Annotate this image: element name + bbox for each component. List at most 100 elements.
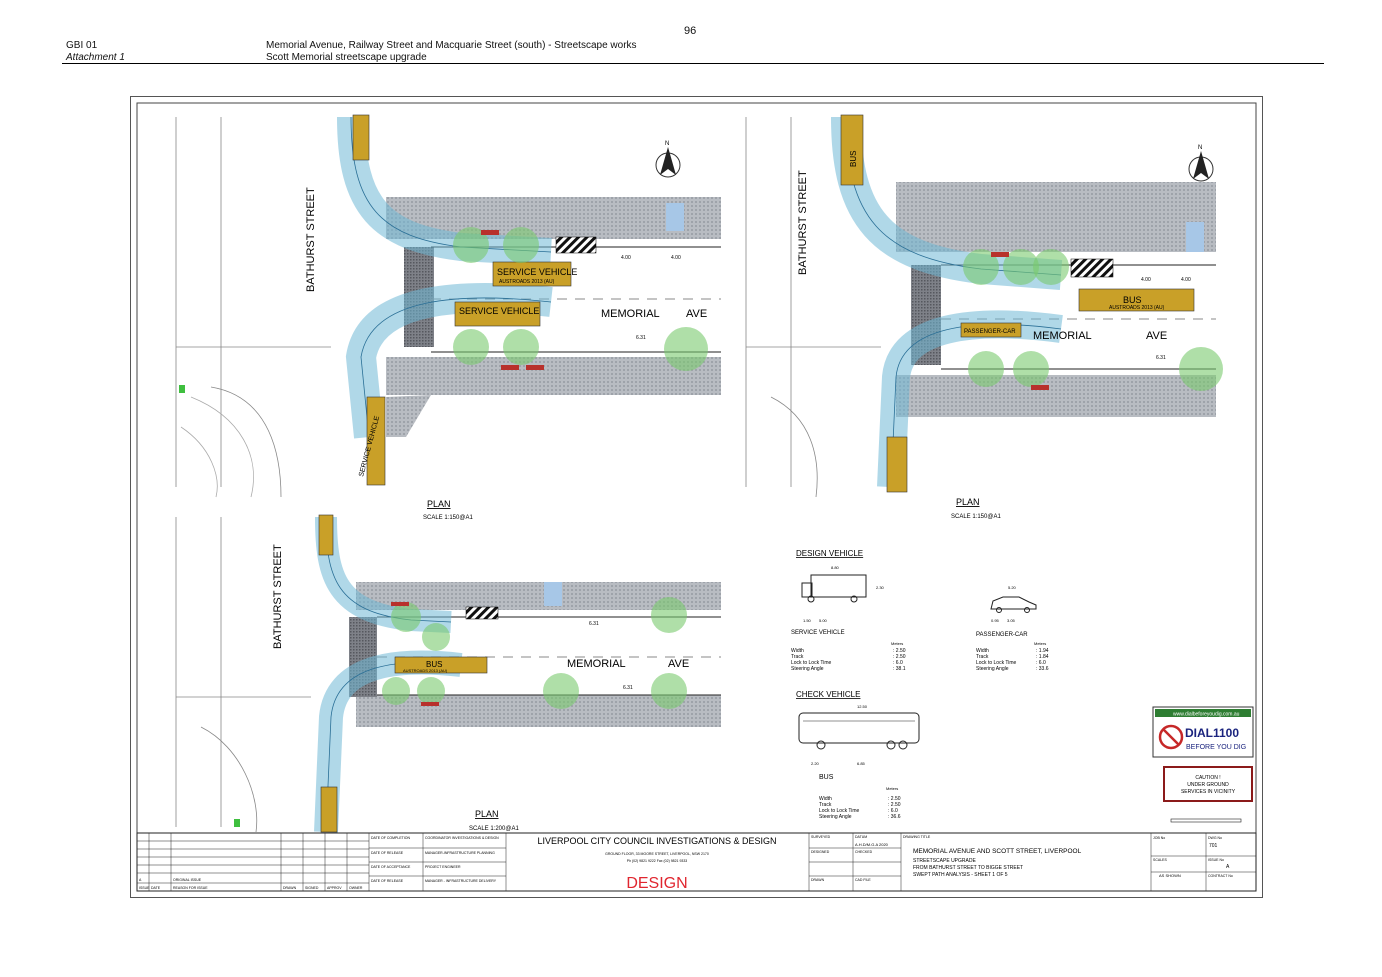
svg-text:Steering Angle: Steering Angle bbox=[819, 814, 852, 820]
header-ref: GBI 01 bbox=[66, 40, 98, 51]
plan3-memorial: MEMORIAL bbox=[567, 658, 626, 670]
svg-text:: 2.50: : 2.50 bbox=[888, 802, 901, 808]
check-vehicle-panel: CHECK VEHICLE 12.50 2.20 6.85 BUS Meters… bbox=[796, 690, 920, 820]
svg-text:DRAWING TITLE: DRAWING TITLE bbox=[903, 835, 931, 839]
design-stamp: DESIGN bbox=[626, 875, 687, 892]
svg-text:Lock to Lock Time: Lock to Lock Time bbox=[791, 660, 832, 666]
svg-text:CAUTION !: CAUTION ! bbox=[1195, 775, 1220, 781]
plan-1: SERVICE VEHICLE SERVICE VEHICLE AUSTROAD… bbox=[175, 114, 721, 521]
svg-text:A: A bbox=[1226, 864, 1230, 870]
plan2-dim-b: 4.00 bbox=[1181, 277, 1191, 283]
header-rule bbox=[62, 63, 1324, 64]
service-dim1: 1.50 bbox=[803, 618, 812, 623]
service-meters: Meters bbox=[891, 641, 903, 646]
plan2-vehicle-1: BUS bbox=[1123, 295, 1142, 305]
plan1-vehicle-sub: AUSTROADS 2013 (AU) bbox=[499, 279, 555, 285]
svg-text:: 36.6: : 36.6 bbox=[888, 814, 901, 820]
car-dim1: 0.95 bbox=[991, 618, 1000, 623]
car-length: 5.20 bbox=[1008, 585, 1017, 590]
svg-text:MANAGER-INFRASTRUCTURE PLANNIN: MANAGER-INFRASTRUCTURE PLANNING bbox=[425, 851, 495, 855]
svg-text:Width: Width bbox=[976, 648, 989, 654]
plan1-dim-c: 6.31 bbox=[636, 335, 646, 341]
svg-text:: 38.1: : 38.1 bbox=[893, 666, 906, 672]
svg-text:: 1.84: : 1.84 bbox=[1036, 654, 1049, 660]
plan1-dim-b: 4.00 bbox=[671, 255, 681, 261]
svg-text:A: A bbox=[139, 878, 142, 882]
car-specs: Width: 1.94 Track: 1.84 Lock to Lock Tim… bbox=[976, 648, 1049, 672]
svg-text:AS SHOWN: AS SHOWN bbox=[1159, 873, 1181, 878]
plan2-north: N bbox=[1198, 145, 1202, 151]
plan1-ave: AVE bbox=[686, 308, 707, 320]
svg-text:: 2.50: : 2.50 bbox=[893, 654, 906, 660]
service-dim2: 5.00 bbox=[819, 618, 828, 623]
svg-text:Track: Track bbox=[791, 654, 804, 660]
plan1-north: N bbox=[665, 141, 669, 147]
plan1-memorial: MEMORIAL bbox=[601, 308, 660, 320]
dial-before-you-dig: www.dialbeforeyoudig.com.au DIAL1100 BEF… bbox=[1152, 706, 1254, 758]
plan1-scale: SCALE 1:150@A1 bbox=[423, 515, 473, 521]
bus-specs: Width: 2.50 Track: 2.50 Lock to Lock Tim… bbox=[819, 796, 901, 820]
svg-text:SERVICES IN VICINITY: SERVICES IN VICINITY bbox=[1181, 789, 1236, 795]
car-meters: Meters bbox=[1034, 641, 1046, 646]
svg-text:GROUND FLOOR, 33 MOORE STREET,: GROUND FLOOR, 33 MOORE STREET, LIVERPOOL… bbox=[605, 852, 709, 856]
plan1-title: PLAN bbox=[427, 499, 451, 509]
drawing-svg: SERVICE VEHICLE SERVICE VEHICLE AUSTROAD… bbox=[136, 102, 1257, 892]
svg-text:DATE: DATE bbox=[151, 886, 161, 890]
service-specs: Width: 2.50 Track: 2.50 Lock to Lock Tim… bbox=[791, 648, 906, 672]
plan3-title: PLAN bbox=[475, 809, 499, 819]
design-vehicle-panel: DESIGN VEHICLE 8.80 1.50 5.00 2.30 SERVI… bbox=[791, 549, 1049, 672]
dial-tag: BEFORE YOU DIG bbox=[1186, 744, 1246, 751]
svg-text:JOB No: JOB No bbox=[1153, 836, 1165, 840]
plan2-dim-c: 6.31 bbox=[1156, 355, 1166, 361]
plan1-vehicle-1: SERVICE VEHICLE bbox=[497, 267, 577, 277]
plan2-title: PLAN bbox=[956, 497, 980, 507]
svg-text:DRAWN: DRAWN bbox=[283, 886, 297, 890]
svg-text:SWEPT PATH ANALYSIS - SHEET 1: SWEPT PATH ANALYSIS - SHEET 1 OF 5 bbox=[913, 872, 1008, 878]
council-name: LIVERPOOL CITY COUNCIL INVESTIGATIONS & … bbox=[537, 836, 776, 846]
svg-text:COORDINATOR INVESTIGATIONS & D: COORDINATOR INVESTIGATIONS & DESIGN bbox=[425, 836, 499, 840]
plan3-dim-b: 6.31 bbox=[623, 685, 633, 691]
svg-text:UNDER GROUND: UNDER GROUND bbox=[1187, 782, 1229, 788]
header-attachment: Attachment 1 bbox=[66, 52, 125, 63]
service-name: SERVICE VEHICLE bbox=[791, 630, 845, 636]
plan3-ave: AVE bbox=[668, 658, 689, 670]
svg-text:DATE OF RELEASE: DATE OF RELEASE bbox=[371, 851, 404, 855]
bus-dim1: 2.20 bbox=[811, 761, 820, 766]
svg-text:FROM BATHURST STREET TO BIGGE: FROM BATHURST STREET TO BIGGE STREET bbox=[913, 865, 1023, 871]
plan1-bathurst: BATHURST STREET bbox=[305, 187, 317, 292]
svg-text:REASON FOR ISSUE: REASON FOR ISSUE bbox=[173, 886, 208, 890]
svg-text:SCALES: SCALES bbox=[1153, 858, 1167, 862]
svg-text:: 33.6: : 33.6 bbox=[1036, 666, 1049, 672]
svg-text:: 6.0: : 6.0 bbox=[1036, 660, 1046, 666]
svg-text:APPROV: APPROV bbox=[327, 886, 342, 890]
plan2-ave: AVE bbox=[1146, 330, 1167, 342]
dial-url: www.dialbeforeyoudig.com.au bbox=[1173, 712, 1240, 718]
svg-text:DATE OF COMPLETION: DATE OF COMPLETION bbox=[371, 836, 410, 840]
svg-text:: 1.94: : 1.94 bbox=[1036, 648, 1049, 654]
svg-text:SURVEYED: SURVEYED bbox=[811, 835, 831, 839]
plan3-dim-a: 6.31 bbox=[589, 621, 599, 627]
svg-text:ISSUE: ISSUE bbox=[139, 886, 150, 890]
design-vehicle-heading: DESIGN VEHICLE bbox=[796, 549, 863, 558]
plan3-vehicle-sub: AUSTROADS 2013 (AU) bbox=[403, 668, 448, 673]
svg-text:STREETSCAPE UPGRADE: STREETSCAPE UPGRADE bbox=[913, 858, 976, 864]
svg-text:DRAWN: DRAWN bbox=[811, 878, 825, 882]
drawing-line1: MEMORIAL AVENUE AND SCOTT STREET, LIVERP… bbox=[913, 848, 1082, 855]
svg-text:CHECKED: CHECKED bbox=[855, 850, 873, 854]
svg-text:Steering Angle: Steering Angle bbox=[976, 666, 1009, 672]
svg-text:: 6.0: : 6.0 bbox=[888, 808, 898, 814]
svg-text:ISSUE No: ISSUE No bbox=[1208, 858, 1224, 862]
no-dig-icon bbox=[1158, 724, 1184, 750]
svg-text:DESIGNED: DESIGNED bbox=[811, 850, 830, 854]
check-vehicle-heading: CHECK VEHICLE bbox=[796, 690, 860, 699]
service-dim3: 2.30 bbox=[876, 585, 885, 590]
title-block: A ORIGINAL ISSUE ISSUE DATE REASON FOR I… bbox=[136, 832, 1257, 892]
bus-length: 12.50 bbox=[857, 704, 868, 709]
plan3-scale: SCALE 1:200@A1 bbox=[469, 826, 519, 832]
svg-text:SIGNED: SIGNED bbox=[305, 886, 319, 890]
svg-text:DATE OF ACCEPTANCE: DATE OF ACCEPTANCE bbox=[371, 865, 411, 869]
plan2-bathurst: BATHURST STREET bbox=[797, 170, 809, 275]
car-name: PASSENGER-CAR bbox=[976, 632, 1028, 638]
svg-text:A.H.D/M.G.A 2020: A.H.D/M.G.A 2020 bbox=[855, 842, 889, 847]
svg-text:Track: Track bbox=[819, 802, 832, 808]
